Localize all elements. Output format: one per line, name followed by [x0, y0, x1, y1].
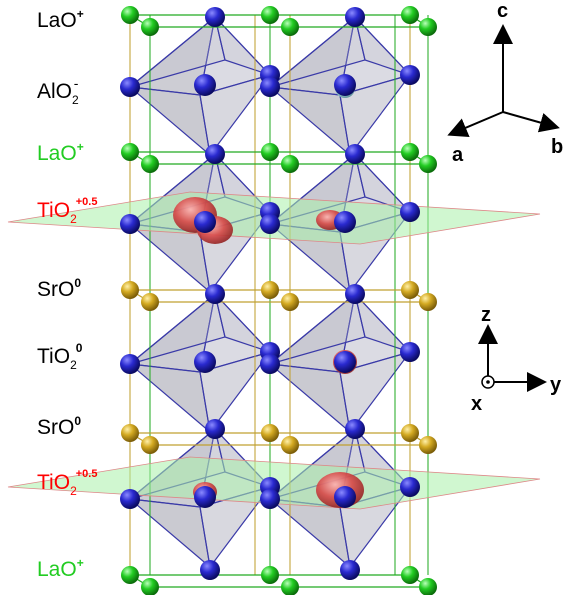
a-site-atom: [419, 436, 437, 454]
oxygen-atom: [400, 65, 420, 85]
oxygen-atom: [260, 354, 280, 374]
a-site-atom: [121, 566, 139, 584]
oxygen-atom: [260, 77, 280, 97]
b-site-atom: [334, 351, 356, 373]
apical-oxygen-atom: [345, 284, 365, 304]
layer-label-tio2-mid: TiO20: [37, 341, 83, 372]
oxygen-atom: [120, 214, 140, 234]
b-site-atom: [194, 351, 216, 373]
cartesian-axis-x-label: x: [471, 393, 482, 415]
octahedron-face: [353, 291, 411, 353]
a-site-atom: [419, 293, 437, 311]
a-site-atom: [261, 143, 279, 161]
b-site-atom: [334, 74, 356, 96]
octahedron-face: [199, 73, 272, 157]
a-site-atom: [281, 436, 299, 454]
layer-label-lao-mid: LaO+: [37, 140, 84, 165]
b-site-atom: [194, 211, 216, 233]
a-site-atom: [121, 6, 139, 24]
apical-oxygen-atom: [345, 144, 365, 164]
octahedron-face: [199, 350, 272, 434]
apical-oxygen-atom: [345, 419, 365, 439]
atoms-group: [120, 6, 437, 595]
a-site-atom: [141, 293, 159, 311]
a-site-atom: [141, 18, 159, 36]
a-site-atom: [401, 566, 419, 584]
b-site-atom: [194, 486, 216, 508]
oxygen-atom: [120, 77, 140, 97]
a-site-atom: [401, 6, 419, 24]
b-site-atom: [334, 486, 356, 508]
oxygen-atom: [400, 477, 420, 497]
a-site-atom: [401, 424, 419, 442]
layer-label-tio2-upper: TiO2+0.5: [37, 196, 97, 226]
a-site-atom: [261, 424, 279, 442]
a-site-atom: [121, 281, 139, 299]
apical-oxygen-atom: [205, 7, 225, 27]
octahedron-face: [128, 86, 211, 157]
octahedron-face: [339, 350, 412, 434]
crystal-axis-a-label: a: [452, 144, 464, 166]
a-site-atom: [281, 578, 299, 595]
oxygen-atom: [400, 342, 420, 362]
a-site-atom: [141, 436, 159, 454]
apical-oxygen-atom: [205, 419, 225, 439]
oxygen-atom: [120, 354, 140, 374]
a-site-atom: [419, 155, 437, 173]
octahedron-face: [268, 86, 351, 157]
a-site-atom: [401, 281, 419, 299]
a-site-atom: [121, 424, 139, 442]
octahedron-face: [353, 14, 411, 76]
a-site-atom: [281, 18, 299, 36]
crystal-axes: c a b: [447, 0, 563, 166]
apical-oxygen-atom: [340, 560, 360, 580]
apical-oxygen-atom: [345, 7, 365, 27]
apical-oxygen-atom: [205, 284, 225, 304]
layer-labels: LaO+ AlO2- LaO+ TiO2+0.5 SrO0 TiO20 SrO0…: [37, 7, 97, 581]
crystal-axis-b-label: b: [551, 136, 563, 158]
a-site-atom: [141, 578, 159, 595]
a-site-atom: [141, 155, 159, 173]
octahedron-face: [213, 291, 271, 353]
oxygen-atom: [260, 214, 280, 234]
octahedron-face: [339, 73, 412, 157]
layer-label-lao-bottom: LaO+: [37, 556, 84, 581]
a-site-atom: [419, 578, 437, 595]
octahedron-face: [128, 498, 211, 569]
apical-oxygen-atom: [205, 144, 225, 164]
b-site-atom: [334, 211, 356, 233]
a-site-atom: [281, 155, 299, 173]
a-site-atom: [121, 143, 139, 161]
layer-label-lao-top: LaO+: [37, 7, 84, 32]
apical-oxygen-atom: [200, 560, 220, 580]
octahedron-face: [268, 498, 351, 569]
cartesian-axes: z x y: [471, 304, 562, 415]
cartesian-axis-z-label: z: [481, 304, 491, 326]
crystal-axis-c-label: c: [497, 0, 508, 22]
layer-label-sro-upper: SrO0: [37, 276, 81, 301]
octahedron-face: [128, 363, 211, 434]
oxygen-atom: [260, 489, 280, 509]
layer-label-sro-lower: SrO0: [37, 414, 81, 439]
a-site-atom: [419, 18, 437, 36]
oxygen-atom: [120, 489, 140, 509]
a-site-atom: [261, 281, 279, 299]
a-site-atom: [281, 293, 299, 311]
octahedron-face: [268, 363, 351, 434]
a-site-atom: [401, 143, 419, 161]
layer-label-tio2-lower: TiO2+0.5: [37, 468, 97, 498]
a-site-atom: [261, 566, 279, 584]
cartesian-axis-y-label: y: [550, 374, 562, 396]
oxygen-atom: [400, 202, 420, 222]
b-site-atom: [194, 74, 216, 96]
a-site-atom: [261, 6, 279, 24]
octahedron-face: [213, 14, 271, 76]
layer-label-alo2: AlO2-: [37, 75, 79, 107]
